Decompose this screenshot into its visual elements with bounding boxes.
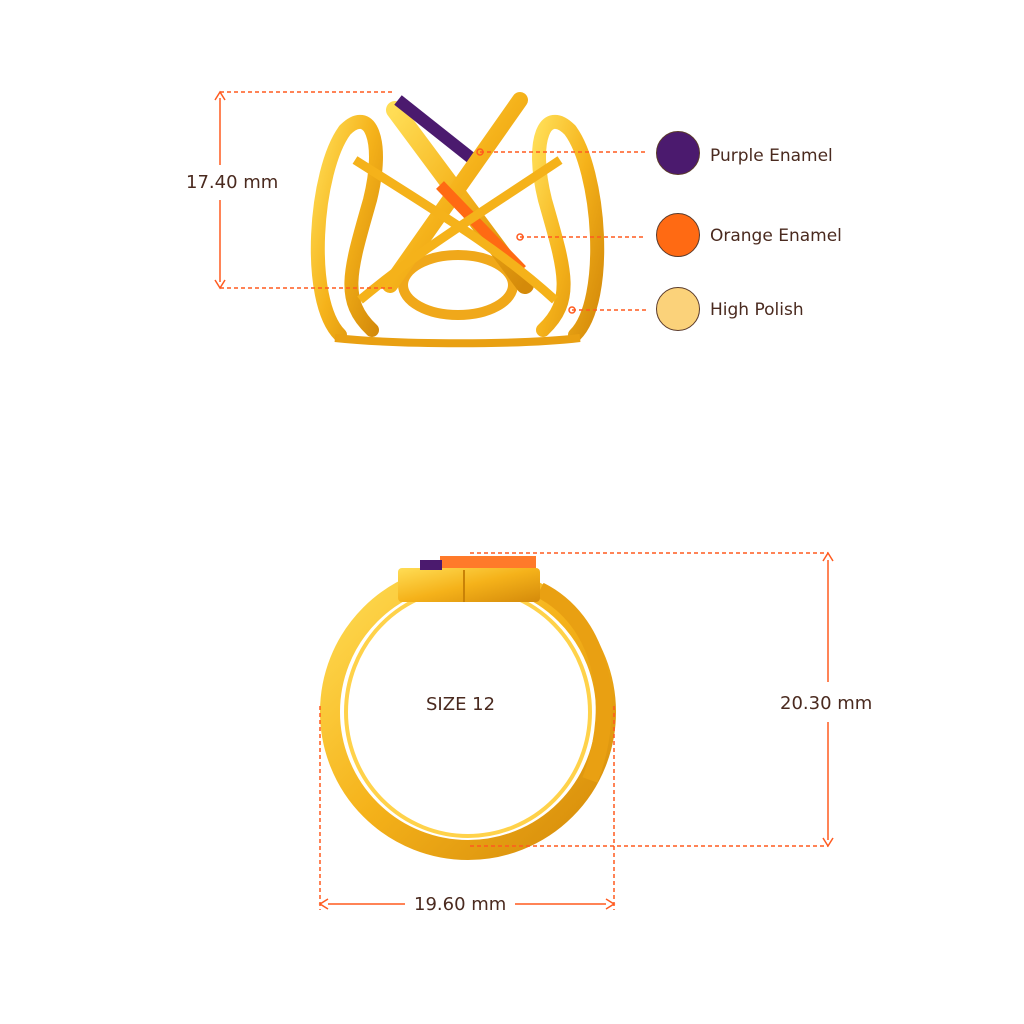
orange-enamel-swatch-icon: [656, 213, 700, 257]
ring-top-view: [310, 92, 605, 348]
height-dimension-label: 17.40 mm: [186, 172, 279, 193]
ring-size-label: SIZE 12: [426, 694, 496, 715]
dimension-lines: [214, 90, 834, 910]
legend-label-orange-enamel: Orange Enamel: [710, 226, 842, 246]
purple-enamel-swatch-icon: [656, 131, 700, 175]
high-polish-swatch-icon: [656, 287, 700, 331]
legend-label-purple-enamel: Purple Enamel: [710, 146, 833, 166]
legend-label-high-polish: High Polish: [710, 300, 804, 320]
width-dimension-label: 19.60 mm: [414, 894, 507, 915]
outer-height-dimension-label: 20.30 mm: [780, 693, 873, 714]
ring-front-view: [320, 556, 616, 860]
